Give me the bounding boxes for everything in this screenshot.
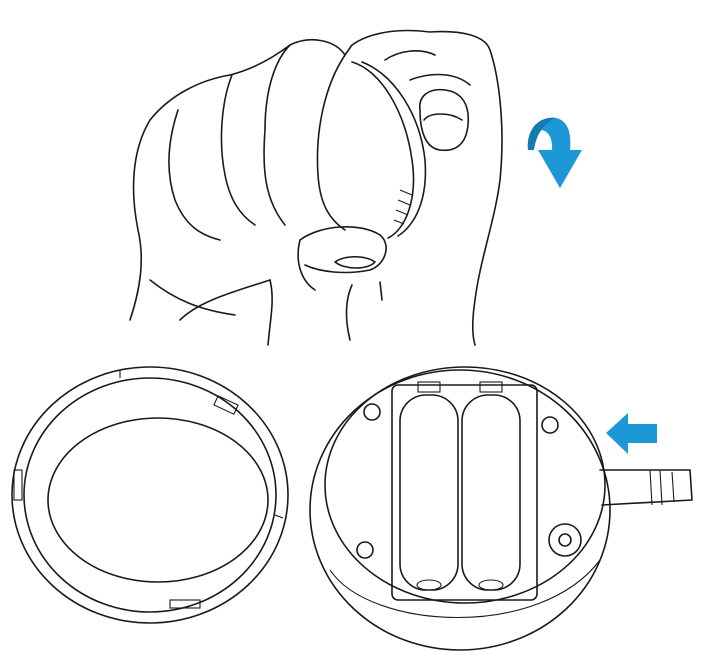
- sensor-device-open-illustration: [309, 366, 693, 651]
- rotate-down-arrow-icon: [527, 117, 582, 188]
- hands-twisting-cover-illustration: [129, 29, 503, 346]
- battery-right: [461, 381, 521, 591]
- battery-left: [399, 381, 459, 591]
- back-cover-ring-illustration: [11, 366, 289, 624]
- left-arrow-icon: [606, 413, 657, 454]
